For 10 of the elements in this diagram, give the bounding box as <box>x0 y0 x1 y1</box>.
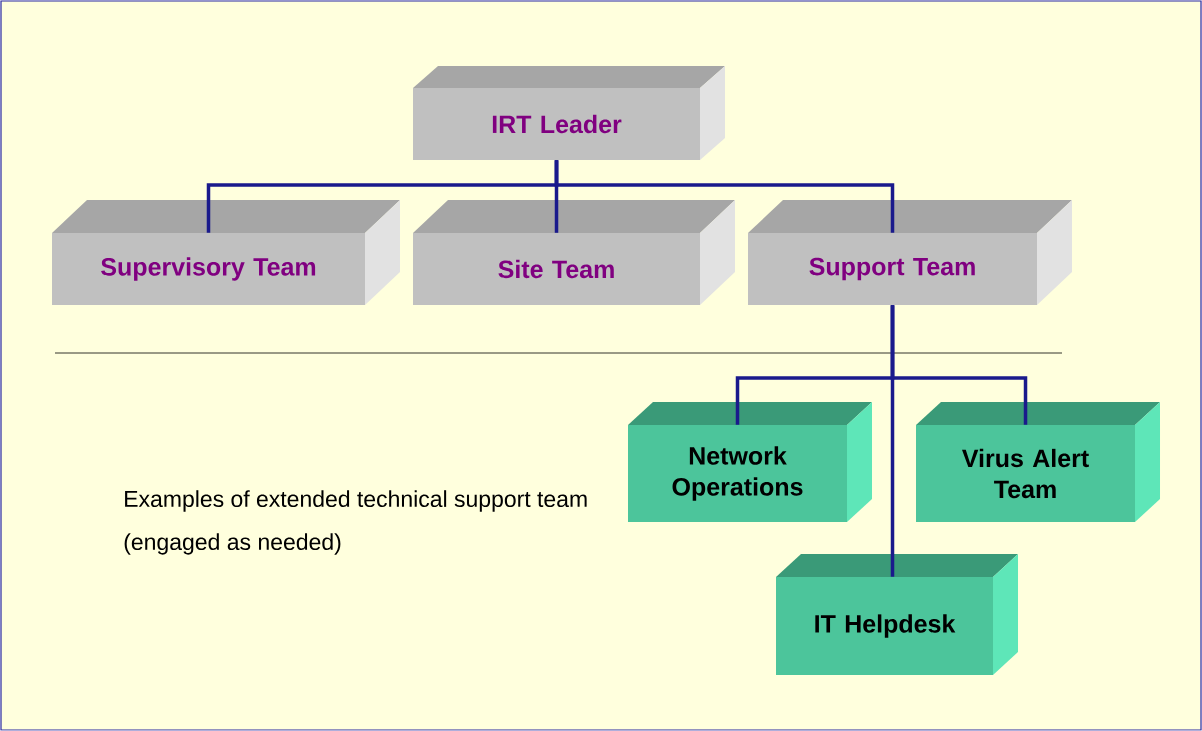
team-box: Virus Alert Team <box>916 402 1160 522</box>
team-box: Support Team <box>748 200 1072 305</box>
team-box: IT Helpdesk <box>776 554 1018 675</box>
connector-line <box>554 160 895 233</box>
team-box: Network Operations <box>628 402 872 522</box>
team-box: Site Team <box>413 200 735 305</box>
team-box: Supervisory Team <box>52 200 400 305</box>
note-text: Examples of extended technical support team (engaged as needed) <box>124 490 587 555</box>
team-box: IRT Leader <box>413 66 725 160</box>
connector-line <box>890 305 895 577</box>
